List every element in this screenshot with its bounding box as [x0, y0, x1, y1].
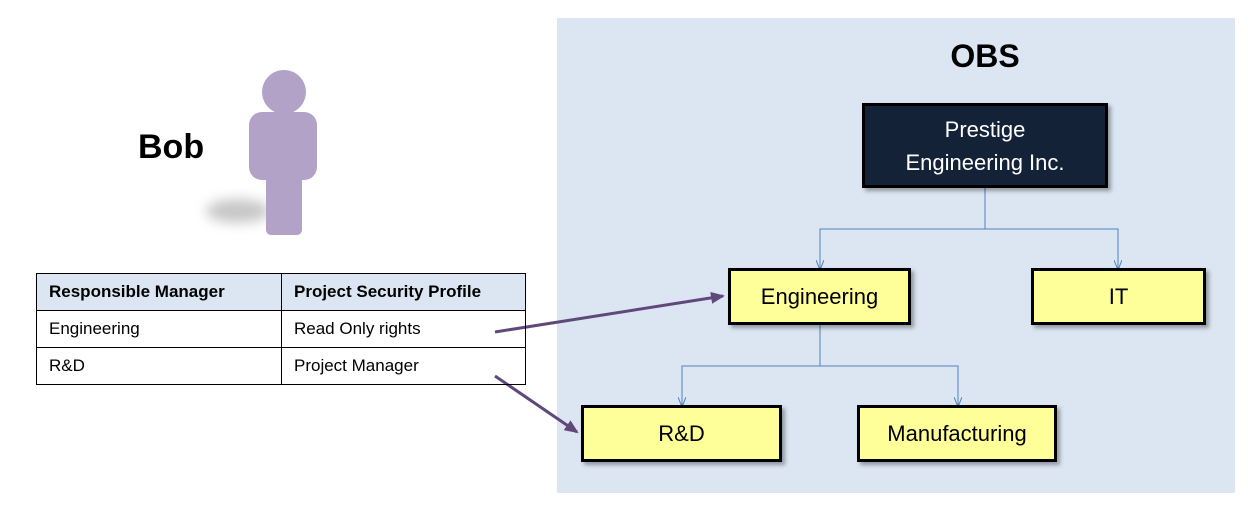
connector-engineering-rnd [682, 325, 821, 405]
header-responsible-manager: Responsible Manager [36, 273, 282, 311]
security-profile-table: Responsible Manager Project Security Pro… [36, 273, 526, 385]
connector-root-it [985, 228, 1118, 268]
obs-title: OBS [950, 38, 1020, 74]
obs-node-it[interactable]: IT [1031, 268, 1206, 325]
arrow-readonly-to-engineering [494, 291, 725, 334]
table-row: R&D Project Manager [36, 347, 526, 385]
cell-profile: Read Only rights [281, 310, 526, 348]
arrow-pm-to-rnd [494, 374, 579, 434]
cell-manager: R&D [36, 347, 282, 385]
person-name: Bob [138, 128, 205, 166]
header-security-profile: Project Security Profile [281, 273, 526, 311]
person-shadow [206, 199, 270, 223]
connector-root-engineering [820, 188, 986, 268]
cell-profile: Project Manager [281, 347, 526, 385]
table-row: Engineering Read Only rights [36, 310, 526, 348]
cell-manager: Engineering [36, 310, 282, 348]
connector-engineering-manufacturing [820, 365, 958, 405]
obs-node-rnd[interactable]: R&D [581, 405, 782, 462]
obs-node-root[interactable]: Prestige Engineering Inc. [862, 103, 1108, 188]
table-header-row: Responsible Manager Project Security Pro… [36, 273, 526, 311]
obs-node-manufacturing[interactable]: Manufacturing [857, 405, 1057, 462]
obs-node-engineering[interactable]: Engineering [728, 268, 911, 325]
person-icon [249, 70, 317, 235]
